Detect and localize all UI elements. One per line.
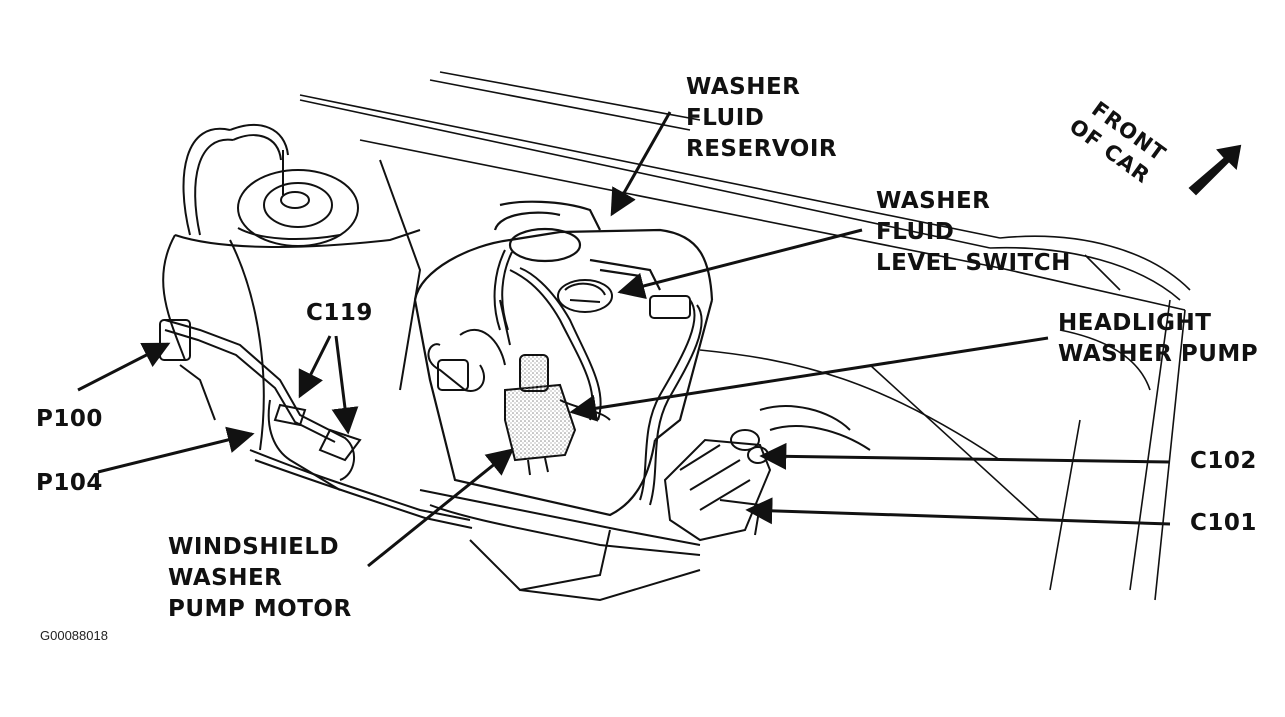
label-windshield-washer-pump-motor: WINDSHIELD WASHER PUMP MOTOR	[168, 532, 352, 625]
arrow-p100	[77, 342, 171, 392]
washer-reservoir	[413, 200, 714, 517]
label-p100: P100	[36, 404, 103, 435]
arrow-headlight-washer-pump	[569, 336, 1049, 422]
label-line: C102	[1190, 448, 1257, 474]
label-line: WASHER	[686, 74, 801, 100]
leader-arrows	[77, 111, 1171, 568]
label-line: WASHER	[876, 188, 991, 214]
label-line: PUMP MOTOR	[168, 596, 352, 622]
arrow-washer-fluid-reservoir	[610, 111, 672, 217]
label-c119: C119	[306, 298, 373, 329]
arrow-c119-b	[331, 335, 359, 435]
label-line: LEVEL SWITCH	[876, 250, 1071, 276]
label-c102: C102	[1190, 446, 1257, 477]
strut-tower	[162, 124, 422, 451]
arrow-c102	[759, 442, 1171, 470]
label-line: WINDSHIELD	[168, 534, 340, 560]
label-washer-fluid-reservoir: WASHER FLUID RESERVOIR	[686, 72, 837, 165]
figure-code: G00088018	[40, 628, 108, 643]
label-line: FLUID	[876, 219, 955, 245]
pump-motor	[504, 354, 611, 476]
arrow-c101	[745, 497, 1171, 526]
label-line: C119	[306, 300, 373, 326]
lower-harness	[159, 319, 701, 602]
label-line: P100	[36, 406, 103, 432]
front-of-car-arrow	[1188, 144, 1242, 196]
label-c101: C101	[1190, 508, 1257, 539]
arrow-p104	[97, 426, 255, 474]
label-p104: P104	[36, 468, 103, 499]
label-headlight-washer-pump: HEADLIGHT WASHER PUMP	[1058, 308, 1258, 370]
arrow-washer-fluid-level-switch	[617, 228, 863, 300]
label-line: FLUID	[686, 105, 765, 131]
label-line: WASHER	[168, 565, 283, 591]
label-line: C101	[1190, 510, 1257, 536]
label-line: RESERVOIR	[686, 136, 838, 162]
arrow-windshield-washer-pump-motor	[367, 448, 515, 568]
level-switch-component	[557, 279, 703, 506]
label-washer-fluid-level-switch: WASHER FLUID LEVEL SWITCH	[876, 186, 1071, 279]
connector-block	[663, 405, 871, 542]
arrow-c119-a	[298, 335, 332, 399]
label-line: WASHER PUMP	[1058, 341, 1259, 367]
label-line: P104	[36, 470, 103, 496]
label-line: HEADLIGHT	[1058, 310, 1212, 336]
body-panel-lines	[299, 71, 1191, 601]
